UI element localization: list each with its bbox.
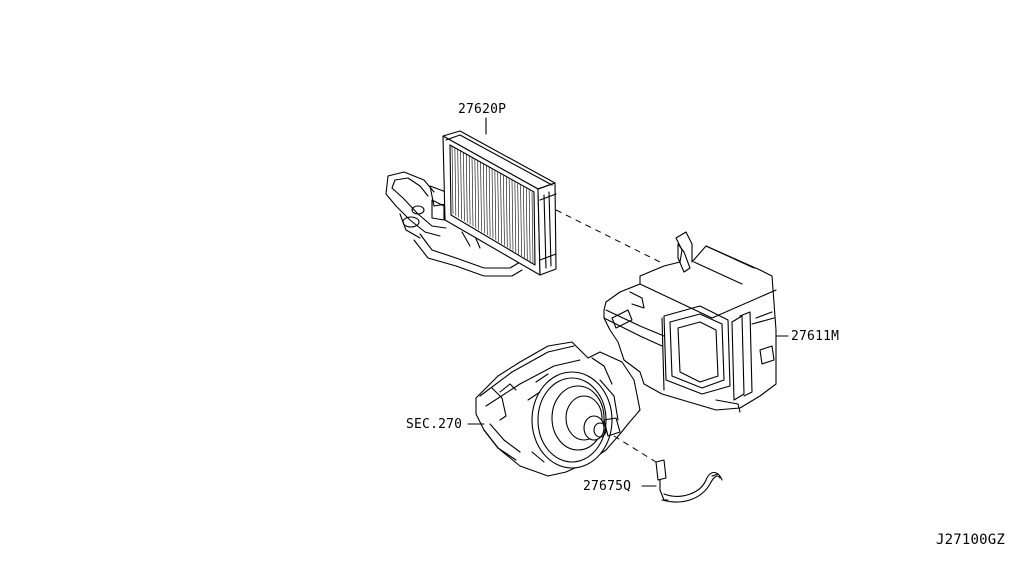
part-label-27675Q[interactable]: 27675Q — [583, 479, 632, 494]
figure-code: J27100GZ — [936, 532, 1006, 548]
case-drawing — [603, 231, 777, 413]
blower-drawing — [475, 341, 641, 477]
part-label-27611M[interactable]: 27611M — [791, 329, 840, 344]
part-label-27620P[interactable]: 27620P — [458, 102, 507, 117]
leader-lines — [467, 117, 789, 487]
harness-drawing — [655, 459, 723, 503]
evaporator-drawing — [385, 130, 557, 277]
part-label-sec-270[interactable]: SEC.270 — [406, 417, 463, 432]
connection-lines — [555, 209, 661, 463]
